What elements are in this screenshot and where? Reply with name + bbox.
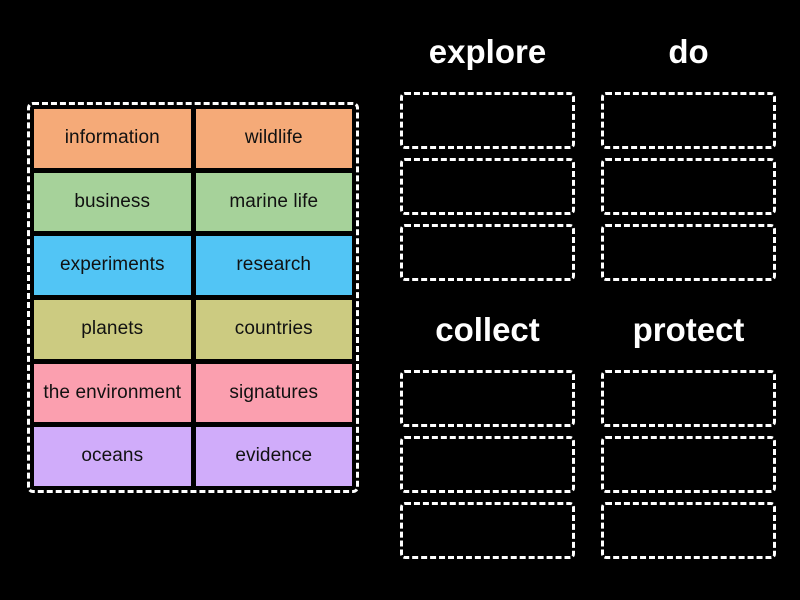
word-tile-label: marine life: [229, 190, 319, 212]
dropzone-list: [400, 370, 575, 559]
category-title: explore: [428, 33, 547, 70]
category-group-do: do: [601, 35, 776, 281]
dropzone-list: [400, 92, 575, 281]
dropzone[interactable]: [400, 224, 575, 281]
dropzone[interactable]: [400, 370, 575, 427]
dropzone[interactable]: [400, 502, 575, 559]
word-tile[interactable]: planets: [34, 300, 191, 359]
word-tile-label: wildlife: [244, 127, 303, 149]
word-tile-label: evidence: [235, 445, 313, 467]
word-tile[interactable]: research: [195, 236, 352, 295]
word-tile[interactable]: information: [34, 109, 191, 168]
category-title: protect: [632, 311, 745, 348]
dropzone[interactable]: [601, 92, 776, 149]
dropzone[interactable]: [601, 436, 776, 493]
word-tile-bank: information wildlife business marine lif…: [27, 102, 359, 493]
dropzone-list: [601, 92, 776, 281]
word-tile-label: planets: [81, 318, 144, 340]
word-tile-grid: information wildlife business marine lif…: [34, 109, 352, 486]
category-group-collect: collect: [400, 313, 575, 559]
word-tile-label: oceans: [81, 445, 144, 467]
word-tile[interactable]: oceans: [34, 427, 191, 486]
category-group-explore: explore: [400, 35, 575, 281]
category-area: explore do collect protect: [389, 0, 800, 600]
category-title: collect: [435, 311, 540, 348]
word-tile[interactable]: experiments: [34, 236, 191, 295]
category-group-protect: protect: [601, 313, 776, 559]
word-tile[interactable]: business: [34, 172, 191, 232]
dropzone[interactable]: [601, 224, 776, 281]
dropzone[interactable]: [601, 502, 776, 559]
dropzone-list: [601, 370, 776, 559]
word-tile-label: countries: [234, 318, 313, 340]
word-tile[interactable]: marine life: [195, 172, 352, 232]
category-title: do: [668, 33, 709, 70]
dropzone[interactable]: [601, 158, 776, 215]
word-tile-label: signatures: [229, 381, 319, 403]
word-tile-label: the environment: [43, 381, 182, 403]
dropzone[interactable]: [400, 436, 575, 493]
word-tile-label: research: [236, 254, 312, 276]
dropzone[interactable]: [400, 92, 575, 149]
dropzone[interactable]: [400, 158, 575, 215]
word-tile-label: information: [64, 127, 160, 149]
word-tile[interactable]: evidence: [195, 427, 352, 486]
word-tile[interactable]: signatures: [195, 363, 352, 423]
dropzone[interactable]: [601, 370, 776, 427]
word-tile[interactable]: the environment: [34, 363, 191, 423]
word-tile[interactable]: wildlife: [195, 109, 352, 168]
word-tile-label: business: [74, 190, 151, 212]
word-tile-label: experiments: [59, 254, 165, 276]
word-tile[interactable]: countries: [195, 300, 352, 359]
